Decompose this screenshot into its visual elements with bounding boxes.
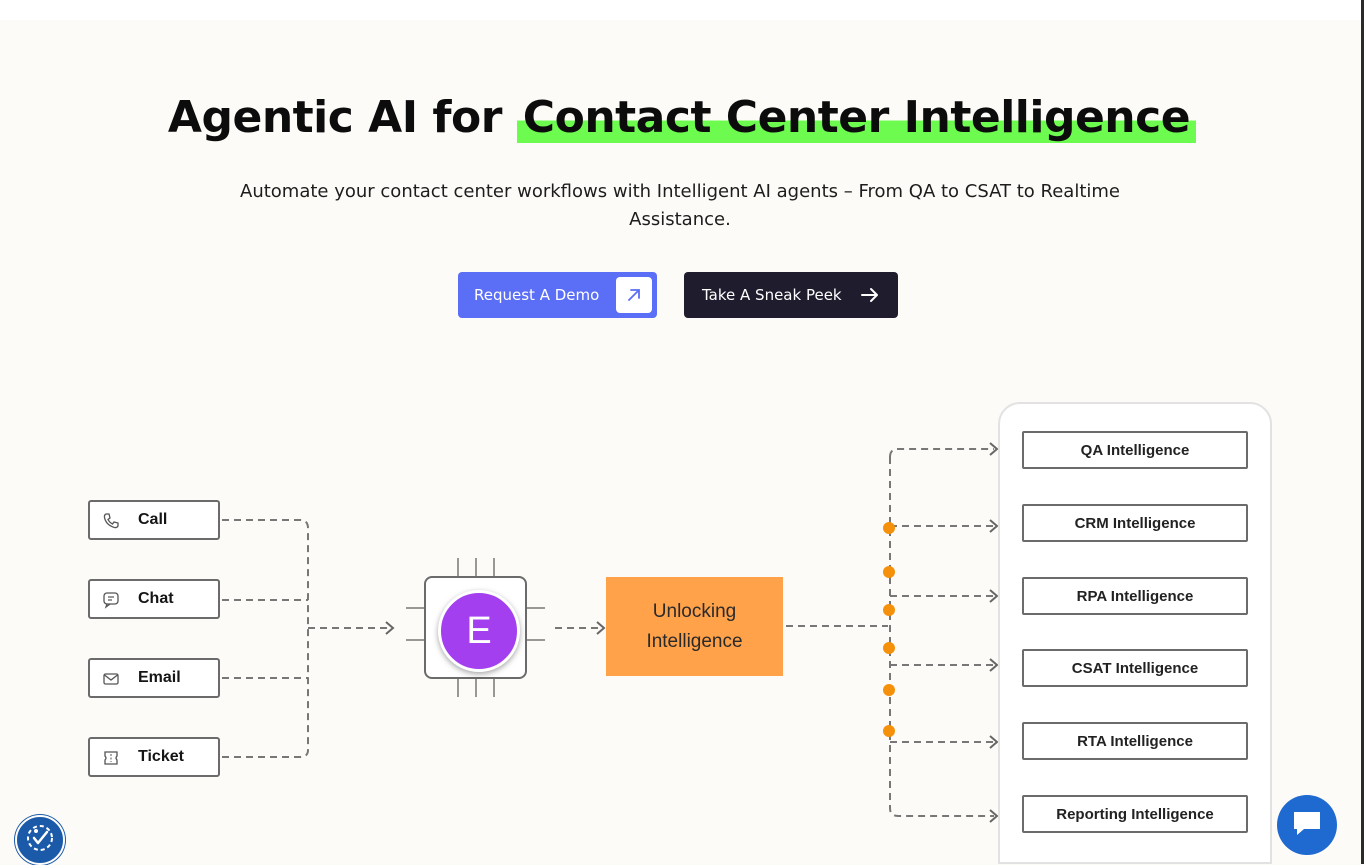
sneak-peek-button[interactable]: Take A Sneak Peek <box>684 272 898 318</box>
output-qa-intelligence: QA Intelligence <box>1022 431 1248 469</box>
output-crm-intelligence: CRM Intelligence <box>1022 504 1248 542</box>
chat-icon <box>1291 808 1323 843</box>
phone-icon <box>102 512 120 530</box>
accessibility-icon <box>24 822 56 859</box>
page-subtitle: Automate your contact center workflows w… <box>202 178 1158 234</box>
source-chat: Chat <box>88 579 220 619</box>
page-title: Agentic AI for Contact Center Intelligen… <box>0 92 1364 143</box>
title-prefix: Agentic AI for <box>167 92 517 143</box>
output-csat-intelligence: CSAT Intelligence <box>1022 649 1248 687</box>
unlock-line-2: Intelligence <box>646 630 743 652</box>
chat-bubble-icon <box>102 591 120 609</box>
subtitle-line-1: Automate your contact center workflows w… <box>240 181 1120 202</box>
source-chat-label: Chat <box>138 590 174 607</box>
chip-letter: E <box>466 609 492 652</box>
accessibility-button[interactable] <box>15 815 65 865</box>
request-demo-label: Request A Demo <box>474 286 600 304</box>
mail-icon <box>102 670 120 688</box>
ticket-icon <box>102 749 120 767</box>
source-email-label: Email <box>138 669 181 686</box>
chip-logo: E <box>438 590 520 672</box>
arrow-right-icon <box>860 285 880 309</box>
request-demo-button[interactable]: Request A Demo <box>458 272 657 318</box>
source-ticket: Ticket <box>88 737 220 777</box>
sneak-peek-label: Take A Sneak Peek <box>702 286 842 304</box>
output-rpa-intelligence: RPA Intelligence <box>1022 577 1248 615</box>
output-rta-intelligence: RTA Intelligence <box>1022 722 1248 760</box>
source-ticket-label: Ticket <box>138 748 184 765</box>
source-call-label: Call <box>138 511 168 528</box>
source-email: Email <box>88 658 220 698</box>
arrow-up-right-icon <box>616 277 652 313</box>
title-highlight: Contact Center Intelligence <box>516 92 1197 143</box>
page-scrollbar[interactable] <box>1361 0 1364 864</box>
output-reporting-intelligence: Reporting Intelligence <box>1022 795 1248 833</box>
unlock-line-1: Unlocking <box>652 600 737 622</box>
chat-widget-button[interactable] <box>1277 795 1337 855</box>
browser-top-strip <box>0 0 1364 20</box>
unlocking-intelligence-box: Unlocking Intelligence <box>606 577 783 676</box>
intelligence-panel <box>998 402 1272 864</box>
source-call: Call <box>88 500 220 540</box>
subtitle-line-2: Assistance. <box>629 209 731 230</box>
